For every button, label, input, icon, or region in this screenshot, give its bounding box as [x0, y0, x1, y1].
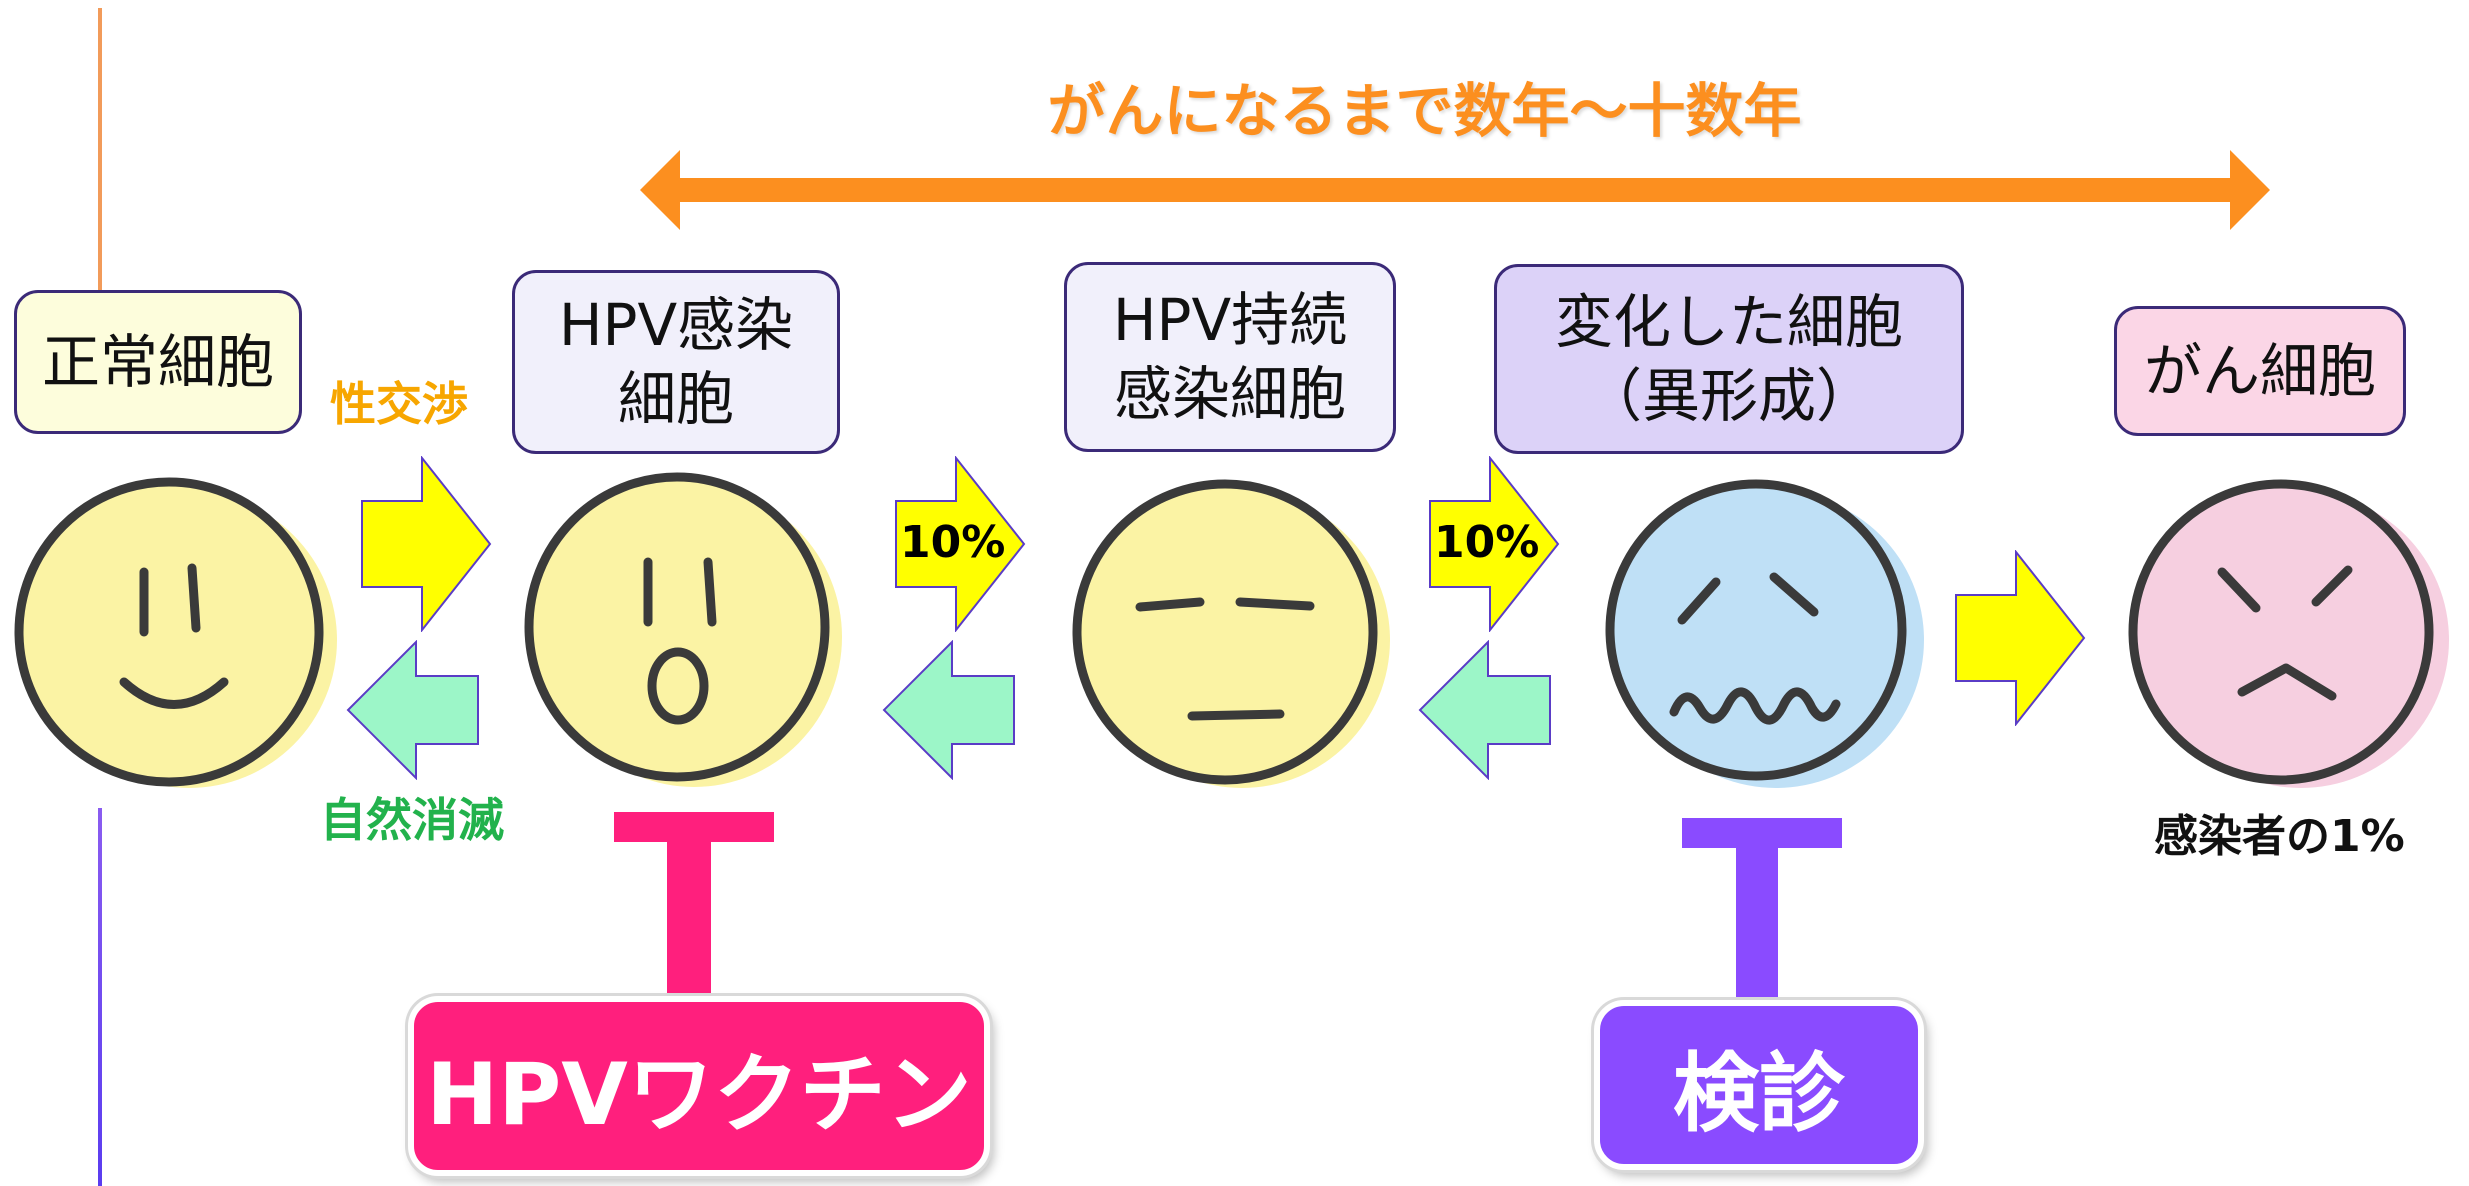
top-vertical-line	[98, 8, 102, 290]
progression-rate-1: 10%	[900, 517, 1006, 568]
forward-arrow-3-icon	[1429, 456, 1560, 632]
neutral-face-icon	[1072, 479, 1390, 788]
regression-arrow-2-icon	[882, 640, 1015, 780]
vaccine-block-stem	[667, 842, 711, 994]
stage-dysplasia-label: 変化した細胞 （異形成）	[1494, 264, 1964, 454]
screening-button: 検診	[1594, 1000, 1924, 1170]
cancer-rate-label: 感染者の1%	[2154, 811, 2405, 862]
hpv-vaccine-button: HPVワクチン	[408, 996, 990, 1176]
smile-face-icon	[14, 477, 337, 788]
angry-face-icon	[2128, 479, 2449, 788]
duration-double-arrow	[640, 150, 2270, 230]
surprised-face-icon	[524, 472, 842, 787]
duration-label: がんになるまで数年〜十数年	[1047, 77, 1802, 145]
bottom-vertical-line	[98, 808, 102, 1186]
forward-arrow-4-icon	[1955, 550, 2086, 726]
forward-arrow-1-icon	[361, 456, 492, 632]
stage-normal-label: 正常細胞	[14, 290, 302, 434]
stage-infected-label: HPV感染 細胞	[512, 270, 840, 454]
clearance-label: 自然消滅	[320, 793, 504, 847]
progression-rate-2: 10%	[1434, 517, 1540, 568]
stage-persistent-label: HPV持続 感染細胞	[1064, 262, 1396, 452]
screening-block-bar	[1682, 818, 1842, 848]
screening-block-stem	[1736, 848, 1778, 998]
regression-arrow-1-icon	[346, 640, 479, 780]
infection-label: 性交渉	[330, 377, 468, 431]
worried-face-icon	[1605, 479, 1924, 788]
forward-arrow-2-icon	[895, 456, 1026, 632]
vaccine-block-bar	[614, 812, 774, 842]
regression-arrow-3-icon	[1418, 640, 1551, 780]
stage-cancer-label: がん細胞	[2114, 306, 2406, 436]
